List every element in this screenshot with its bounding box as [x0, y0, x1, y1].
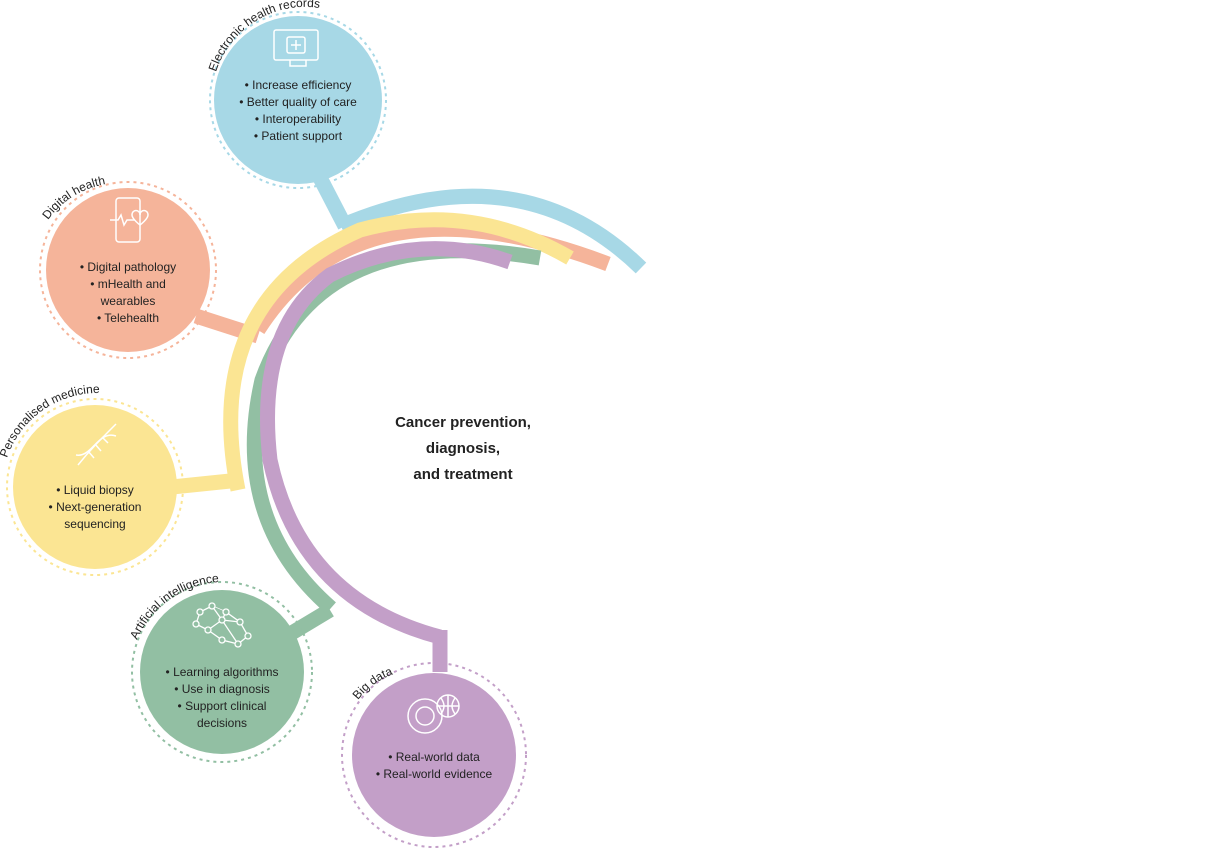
ehr-circle: [214, 16, 382, 184]
ehr-item: • Better quality of care: [239, 95, 357, 109]
ai-items: • Learning algorithms • Use in diagnosis…: [142, 664, 302, 732]
ai-item: • Use in diagnosis: [174, 682, 270, 696]
digital-item: wearables: [100, 294, 156, 308]
ehr-dashed-ring: [209, 11, 387, 189]
digital-item: • mHealth and: [90, 277, 166, 291]
globe-data-icon: [407, 694, 460, 734]
bigdata-items: • Real-world data • Real-world evidence: [354, 749, 514, 783]
dna-icon: [75, 423, 117, 466]
arc-bigdata: [260, 241, 513, 645]
bigdata-circle: [352, 673, 516, 837]
personalised-items: • Liquid biopsy • Next-generation sequen…: [15, 482, 175, 533]
digital-dashed-ring: [39, 181, 217, 359]
ehr-item: • Interoperability: [254, 112, 342, 126]
node-bigdata: [341, 662, 527, 848]
center-line: diagnosis,: [425, 440, 501, 457]
ai-circle: [140, 590, 304, 754]
digital-item: • Digital pathology: [79, 260, 177, 274]
arcs: [223, 188, 647, 645]
smartphone-heart-icon: [110, 197, 149, 243]
personalised-circle: [13, 405, 177, 569]
ehr-item: • Increase efficiency: [244, 78, 352, 92]
digital-item: • Telehealth: [96, 311, 160, 325]
arc-personalised: [223, 212, 574, 492]
bigdata-item: • Real-world data: [388, 750, 480, 764]
personalised-dashed-ring: [6, 398, 184, 576]
connector-personalised: [171, 472, 241, 495]
node-ai: [131, 581, 313, 763]
digital-items: • Digital pathology • mHealth and wearab…: [48, 259, 208, 327]
ai-dashed-ring: [131, 581, 313, 763]
personalised-item: sequencing: [64, 517, 126, 531]
personalised-item: • Next-generation: [48, 500, 142, 514]
personalised-item: • Liquid biopsy: [56, 483, 134, 497]
ehr-items: • Increase efficiency • Better quality o…: [218, 77, 378, 145]
center-line: and treatment: [413, 466, 513, 483]
neural-network-icon: [192, 602, 252, 648]
node-personalised: [6, 398, 184, 576]
bigdata-item: • Real-world evidence: [375, 767, 493, 781]
node-digital: [39, 181, 217, 359]
center-line: Cancer prevention,: [395, 414, 531, 431]
ehr-item: • Patient support: [253, 129, 343, 143]
ai-item: • Learning algorithms: [165, 665, 279, 679]
computer-monitor-icon: [273, 29, 319, 67]
node-ehr: [209, 11, 387, 189]
center-title: Cancer prevention, diagnosis, and treatm…: [360, 410, 566, 488]
ai-item: decisions: [196, 716, 248, 730]
bigdata-dashed-ring: [341, 662, 527, 848]
digital-circle: [46, 188, 210, 352]
arc-ehr: [338, 188, 647, 274]
ai-item: • Support clinical: [177, 699, 267, 713]
